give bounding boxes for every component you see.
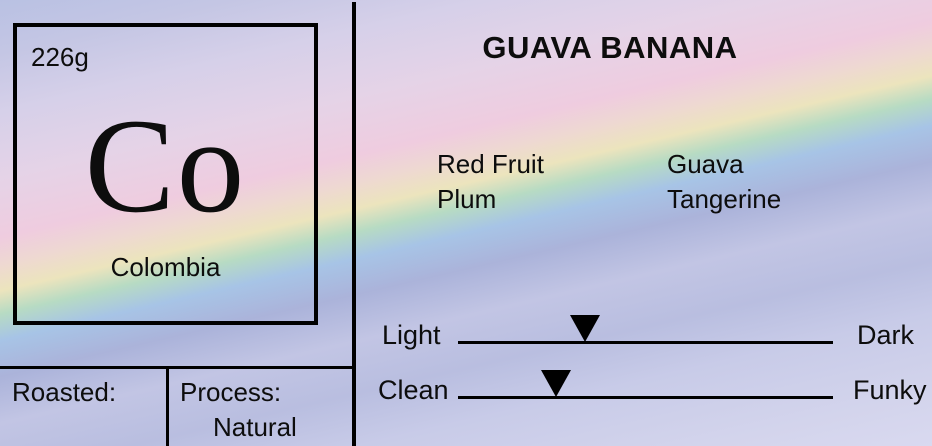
panel-divider-line [352, 2, 356, 446]
origin-label: Colombia [110, 252, 221, 282]
tasting-notes-column-left: Red Fruit Plum [437, 147, 544, 217]
roast-scale-max-label: Dark [857, 320, 915, 350]
element-symbol: Co [84, 92, 247, 241]
tasting-notes-column-right: Guava Tangerine [667, 147, 781, 217]
process-value: Natural [213, 412, 297, 442]
tasting-note: Tangerine [667, 184, 782, 214]
weight-label: 226g [31, 42, 89, 72]
roast-scale-min-label: Light [382, 320, 441, 350]
coffee-name-title: GUAVA BANANA [482, 30, 738, 65]
tasting-note: Plum [437, 184, 497, 214]
ferment-scale-min-label: Clean [378, 375, 449, 405]
roast-scale-track [458, 315, 833, 344]
tasting-note: Red Fruit [437, 149, 544, 179]
down-triangle-icon [570, 315, 601, 342]
roasted-label: Roasted: [12, 377, 117, 407]
footer-column-divider-line [166, 366, 169, 446]
process-label: Process: [180, 377, 282, 407]
tasting-note: Guava [667, 149, 744, 179]
element-box: 226g Co Colombia [13, 23, 318, 325]
footer-divider-line [0, 366, 352, 369]
ferment-scale-max-label: Funky [853, 375, 927, 405]
down-triangle-icon [540, 370, 571, 397]
ferment-scale-track [458, 370, 833, 399]
